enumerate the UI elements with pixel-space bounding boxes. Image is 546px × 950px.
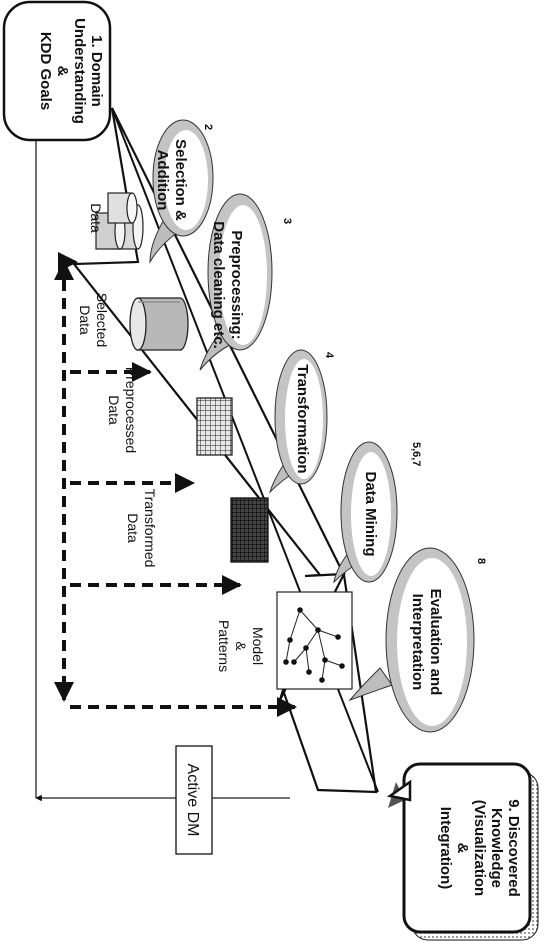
label-preprocessed-line-1: Preprocessed bbox=[123, 367, 139, 453]
transformed-data-grid-icon bbox=[230, 497, 269, 563]
label-selected-line-1: Selected bbox=[94, 293, 110, 347]
step9-discovered-knowledge: 9. Discovered Knowledge (Visualization &… bbox=[386, 762, 539, 941]
step8-evaluation-bubble: 8 Evaluation and Interpretation bbox=[348, 547, 487, 733]
label-model-line-2: & bbox=[233, 641, 249, 651]
step4-line-1: Transformation bbox=[294, 364, 311, 473]
step8-number: 8 bbox=[475, 558, 487, 564]
step5-line-1: Data Mining bbox=[362, 472, 379, 557]
database-stack-icon bbox=[95, 192, 144, 250]
step1-line-4: KDD Goals bbox=[37, 32, 54, 110]
step2-number: 2 bbox=[202, 124, 214, 130]
step1-line-3: & bbox=[54, 66, 71, 77]
step4-transformation-bubble: 4 Transformation bbox=[268, 349, 335, 494]
step9-line-4: & bbox=[454, 843, 471, 854]
step2-line-2: Addition bbox=[154, 150, 171, 211]
active-dm-box: Active DM bbox=[175, 745, 213, 855]
step2-line-1: Selection & bbox=[172, 139, 189, 221]
step4-number: 4 bbox=[323, 352, 335, 359]
label-transformed-line-1: Transformed bbox=[142, 489, 158, 568]
step9-line-1: 9. Discovered bbox=[505, 799, 522, 897]
step2-selection-bubble: 2 Selection & Addition bbox=[149, 119, 214, 264]
step1-domain-understanding: 1. Domain Understanding & KDD Goals bbox=[2, 0, 112, 142]
step5-data-mining-bubble: 5,6,7 Data Mining bbox=[333, 441, 422, 584]
feedback-lines bbox=[35, 120, 290, 802]
preprocessed-data-grid-icon bbox=[196, 397, 233, 456]
step5-number: 5,6,7 bbox=[410, 442, 422, 466]
step3-number: 3 bbox=[281, 218, 293, 224]
active-dm-label: Active DM bbox=[184, 764, 201, 837]
step9-line-3: (Visualization bbox=[471, 800, 488, 896]
step1-line-2: Understanding bbox=[71, 18, 88, 124]
step9-line-5: Integration) bbox=[437, 807, 454, 890]
step9-line-2: Knowledge bbox=[488, 808, 505, 888]
data-flow-arrows bbox=[54, 252, 297, 717]
step8-line-1: Evaluation and bbox=[427, 589, 444, 696]
step3-line-2: Data cleaning etc. bbox=[210, 221, 227, 349]
label-model-line-1: Model bbox=[250, 627, 266, 665]
step8-line-2: Interpretation bbox=[409, 594, 426, 691]
label-transformed-line-2: Data bbox=[125, 513, 141, 543]
step3-line-1: Preprocessing: bbox=[228, 230, 245, 339]
step1-line-1: 1. Domain bbox=[88, 35, 105, 107]
data-labels: Data Selected Data Preprocessed Data Tra… bbox=[77, 203, 266, 672]
model-tree-icon bbox=[276, 591, 353, 690]
label-model-line-3: Patterns bbox=[216, 620, 232, 672]
selected-data-cylinder-icon bbox=[129, 297, 189, 351]
step3-preprocessing-bubble: 3 Preprocessing: Data cleaning etc. bbox=[199, 193, 293, 371]
label-selected-line-2: Data bbox=[77, 305, 93, 335]
label-preprocessed-line-2: Data bbox=[106, 395, 122, 425]
label-data: Data bbox=[88, 203, 104, 233]
